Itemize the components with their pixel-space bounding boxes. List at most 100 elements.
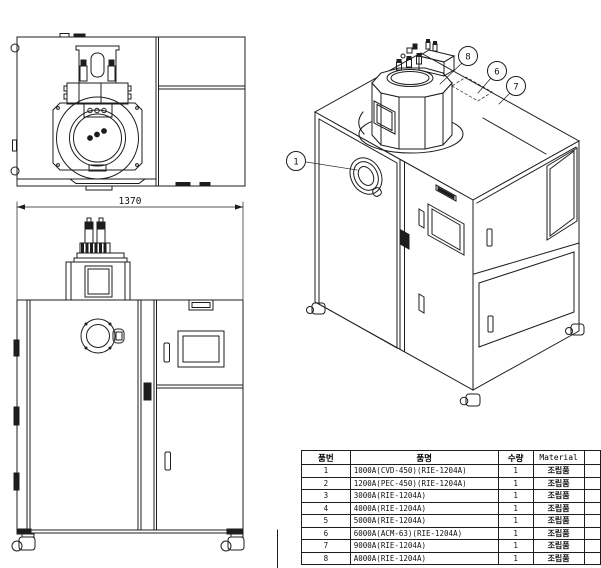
bom-row: 1 1000A(CVD-450)(RIE-1204A) 1 조립품 [301,464,601,478]
iso-door-handle [486,228,493,247]
bom-cell-material: 조립품 [532,489,585,503]
bom-cell-material: 조립품 [532,551,585,565]
bom-cell-no: 5 [301,514,351,528]
balloon-1-label: 1 [293,158,298,168]
iso-front-face [314,111,474,391]
bom-header-material: Material [532,450,585,465]
bom-cell-name: 1200A(PEC-450)(RIE-1204A) [349,476,499,490]
bom-cell-no: 6 [301,526,351,540]
bom-header-extra [583,450,601,465]
bom-row: 8 A000A(RIE-1204A) 1 조립품 [301,551,601,565]
bom-cell-material: 조립품 [532,526,585,540]
bom-row: 7 9000A(RIE-1204A) 1 조립품 [301,539,601,553]
bom-cell-qty: 1 [497,501,534,515]
door-handle [143,382,152,401]
bom-row: 3 3000A(RIE-1204A) 1 조립품 [301,489,601,503]
width-dimension: 1370 [16,196,244,300]
iso-side-door [478,251,575,348]
top-view-chamber-plate [52,102,143,171]
top-view [10,33,246,191]
bom-cell-name: 1000A(CVD-450)(RIE-1204A) [349,464,499,478]
iso-vent-slot [435,184,457,202]
caster-wheel [565,323,585,336]
bom-cell-name: 4000A(RIE-1204A) [349,501,499,515]
bom-row: 2 1200A(PEC-450)(RIE-1204A) 1 조립품 [301,476,601,490]
hinge-knob [10,43,20,53]
bom-header-name: 품명 [349,450,499,465]
bom-cell-name: 6000A(ACM-63)(RIE-1204A) [349,526,499,540]
iso-touch-panel [427,203,465,256]
bom-cell-no: 7 [301,539,351,553]
bom-cell-name: 5000A(RIE-1204A) [349,514,499,528]
balloon-8: 8 [439,46,478,85]
bom-cell-material: 조립품 [532,539,585,553]
bom-cell-no: 2 [301,476,351,490]
iso-door-handle [418,293,425,314]
iso-rear-box [400,39,456,77]
iso-dashed-outline [451,76,493,102]
bom-cell-qty: 1 [497,489,534,503]
bom-cell-extra [583,551,601,565]
iso-chamber [358,39,493,154]
top-view-outline [16,36,246,187]
bom-cell-no: 8 [301,551,351,565]
bom-cell-extra [583,501,601,515]
bom-table: 품번 품명 수량 Material 1 1000A(CVD-450)(RIE-1… [301,450,601,565]
balloon-6: 6 [477,61,507,94]
touch-panel [177,330,225,368]
iso-viewport [349,157,383,197]
bom-cell-material: 조립품 [532,464,585,478]
bom-cell-name: 3000A(RIE-1204A) [349,489,499,503]
caster-wheel [11,533,36,552]
front-view: 1370 [11,196,245,552]
bom-cell-extra [583,539,601,553]
bom-header-row: 품번 품명 수량 Material [301,450,601,465]
balloon-6-label: 6 [494,68,499,78]
bom-cell-extra [583,514,601,528]
bom-cell-qty: 1 [497,476,534,490]
iso-door-handle [400,229,410,250]
bom-cell-qty: 1 [497,539,534,553]
vent-slot [188,299,214,311]
hinge [13,472,20,491]
iso-door-handle [418,208,425,229]
front-viewport [80,318,125,354]
iso-chamber-lid [386,69,434,87]
bom-cell-no: 3 [301,489,351,503]
bom-header-no: 품번 [301,450,351,465]
chamber-window [84,265,113,298]
front-view-cabinet [16,299,244,531]
bom-header-qty: 수량 [497,450,534,465]
top-view-chamber-circle [56,96,139,180]
bom-cell-material: 조립품 [532,514,585,528]
iso-chamber-window [373,100,396,135]
bom-cell-name: 9000A(RIE-1204A) [349,539,499,553]
caster-wheel [306,302,326,315]
hinge-knob [10,166,20,176]
dimension-label: 1370 [119,196,142,207]
iso-door-handle [487,315,494,333]
bom-cell-qty: 1 [497,464,534,478]
bom-row: 6 6000A(ACM-63)(RIE-1204A) 1 조립품 [301,526,601,540]
caster-wheel [459,393,481,407]
bom-row: 5 5000A(RIE-1204A) 1 조립품 [301,514,601,528]
isometric-view: 1 8 6 7 [286,39,585,407]
bom-cell-name: A000A(RIE-1204A) [349,551,499,565]
bom-cell-no: 4 [301,501,351,515]
balloon-7-label: 7 [513,83,518,93]
hinge [13,339,20,357]
bom-cell-material: 조립품 [532,476,585,490]
bom-cell-qty: 1 [497,551,534,565]
door-handle [164,451,171,471]
bom-cell-extra [583,476,601,490]
door-handle [163,342,170,363]
bom-cell-material: 조립품 [532,501,585,515]
bom-cell-qty: 1 [497,514,534,528]
bom-cell-no: 1 [301,464,351,478]
balloon-7: 7 [498,76,526,105]
balloon-1: 1 [286,151,358,171]
bom-cell-extra [583,526,601,540]
bom-cell-qty: 1 [497,526,534,540]
